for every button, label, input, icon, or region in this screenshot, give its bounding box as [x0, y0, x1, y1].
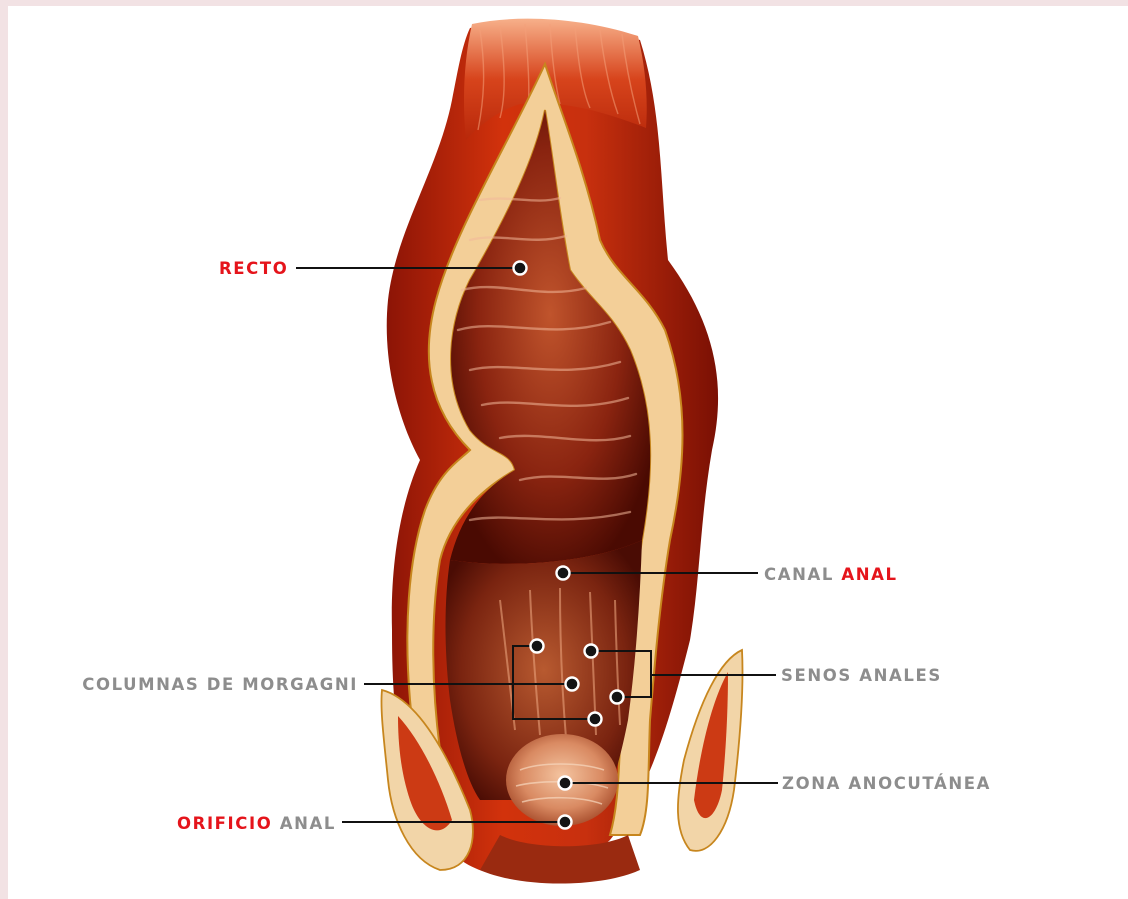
marker-column-2: [566, 678, 579, 691]
marker-sinus-1: [585, 645, 598, 658]
anatomy-diagram: RECTO CANAL ANAL COLUMNAS DE MORGAGNI SE…: [8, 6, 1128, 899]
marker-sinus-2: [611, 691, 624, 704]
marker-zona: [559, 777, 572, 790]
marker-column-3: [589, 713, 602, 726]
diagram-canvas: RECTO CANAL ANAL COLUMNAS DE MORGAGNI SE…: [8, 6, 1128, 899]
label-canal-anal: CANAL ANAL: [764, 565, 898, 584]
label-senos-anales: SENOS ANALES: [781, 666, 942, 685]
marker-recto: [514, 262, 527, 275]
label-columnas-de-morgagni: COLUMNAS DE MORGAGNI: [82, 675, 358, 694]
marker-column-1: [531, 640, 544, 653]
marker-orificio: [559, 816, 572, 829]
label-zona-anocutanea: ZONA ANOCUTÁNEA: [782, 774, 991, 793]
marker-canal-anal: [557, 567, 570, 580]
rectum-illustration: [381, 19, 742, 884]
label-recto: RECTO: [219, 259, 288, 278]
label-orificio-anal: ORIFICIO ANAL: [177, 814, 336, 833]
